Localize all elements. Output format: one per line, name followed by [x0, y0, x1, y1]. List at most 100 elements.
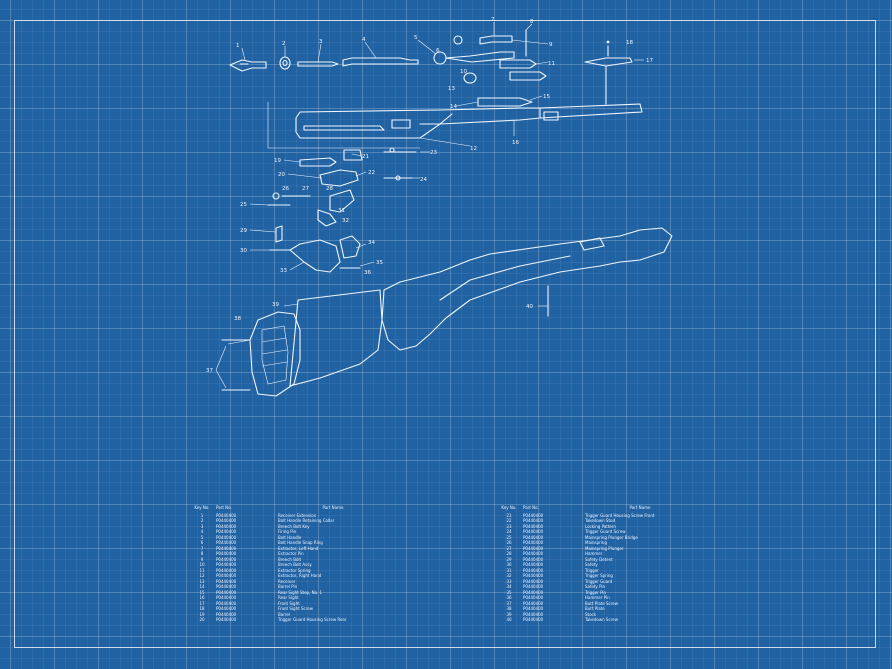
bolt-handle-part [433, 35, 515, 84]
part-number-cell: P0440400 [523, 556, 544, 562]
part-number-cell: P0440400 [216, 556, 237, 562]
part-number-cell: P0440400 [216, 578, 237, 584]
bolt-key-part [297, 61, 339, 67]
part-number-cell: P0440400 [523, 600, 544, 606]
table-row: 24 P0440400 Trigger Guard Screw [495, 529, 695, 535]
part-number-cell: P0440400 [216, 606, 237, 611]
part-number-cell: P0440400 [216, 523, 237, 529]
part-name-cell: Mainspring Plunger Bridge [585, 534, 638, 540]
part-number-cell: P0440400 [216, 595, 237, 600]
part-name-cell: Trigger Pin [585, 589, 607, 595]
callout-1: 1 [236, 43, 240, 49]
key-cell: 38 [506, 606, 512, 611]
part-number-cell: P0440400 [523, 529, 544, 534]
callout-25: 25 [240, 202, 247, 208]
callout-7: 7 [491, 17, 495, 23]
part-name-cell: Butt Plate [585, 606, 605, 611]
part-number-cell: P0440400 [523, 551, 544, 556]
key-cell: 7 [200, 545, 204, 551]
key-cell: 29 [506, 556, 512, 562]
key-cell: 24 [506, 529, 512, 534]
part-name-cell: Locking Pattern [585, 523, 616, 529]
callout-14: 14 [450, 104, 457, 110]
callout-5: 5 [414, 35, 418, 41]
callout-28: 28 [326, 186, 333, 192]
key-cell: 1 [200, 512, 204, 518]
callout-6: 6 [436, 48, 440, 54]
key-cell: 39 [506, 611, 512, 617]
key-cell: 22 [506, 518, 512, 523]
part-number-cell: P0440400 [523, 523, 544, 529]
part-name-cell: Hammer Pin [585, 595, 610, 600]
part-name-cell: Rear Sight [278, 595, 299, 600]
part-name-cell: Breech Bolt Key [278, 523, 310, 529]
callout-20: 20 [278, 172, 285, 178]
callout-40: 40 [526, 304, 533, 310]
callout-24: 24 [420, 177, 427, 183]
part-name-cell: Stock [585, 611, 597, 617]
part-number-cell: P0440400 [523, 617, 544, 622]
key-cell: 12 [199, 573, 205, 578]
part-number-cell: P0440400 [523, 567, 544, 573]
header-name: Part Name [322, 505, 344, 510]
part-number-cell: P0440400 [216, 551, 237, 556]
key-cell: 25 [506, 534, 512, 540]
part-name-cell: Breech Bolt Assy. [278, 562, 313, 567]
callout-3: 3 [319, 39, 323, 45]
part-number-cell: P0440400 [216, 589, 237, 595]
key-cell: 21 [506, 512, 512, 518]
part-number-cell: P0440400 [216, 545, 237, 551]
key-cell: 26 [506, 540, 512, 545]
callout-36: 36 [364, 270, 371, 276]
part-name-cell: Bolt Handle [278, 534, 302, 540]
key-cell: 35 [506, 589, 512, 595]
key-cell: 16 [199, 595, 205, 600]
part-name-cell: Trigger Guard Screw [585, 529, 626, 534]
callout-10: 10 [460, 69, 467, 75]
key-cell: 17 [199, 600, 205, 606]
callout-35: 35 [376, 260, 383, 266]
part-number-cell: P0440400 [523, 518, 544, 523]
callout-32: 32 [342, 218, 349, 224]
callout-30: 30 [240, 248, 247, 254]
header-part: Part No. [216, 505, 232, 510]
part-name-cell: Butt Plate Screw [585, 600, 618, 606]
part-name-cell: Extractor Spring [278, 567, 311, 573]
table-header: Key No. Part No. Part Name [495, 505, 695, 511]
part-name-cell: Hammer [585, 551, 603, 556]
key-cell: 37 [506, 600, 512, 606]
callout-37: 37 [206, 368, 213, 374]
part-name-cell: Bolt Handle Snap Ring [278, 540, 323, 545]
part-name-cell: Takedown Screw [585, 617, 618, 622]
table-row: 37 P0440400 Butt Plate Screw [495, 601, 695, 607]
part-number-cell: P0440400 [216, 567, 237, 573]
trigger-group-parts [267, 147, 417, 273]
front-sight-part [584, 40, 633, 67]
callout-22: 22 [368, 170, 375, 176]
part-name-cell: Extractor, Right Hand [278, 573, 322, 578]
part-number-cell: P0440400 [523, 595, 544, 600]
